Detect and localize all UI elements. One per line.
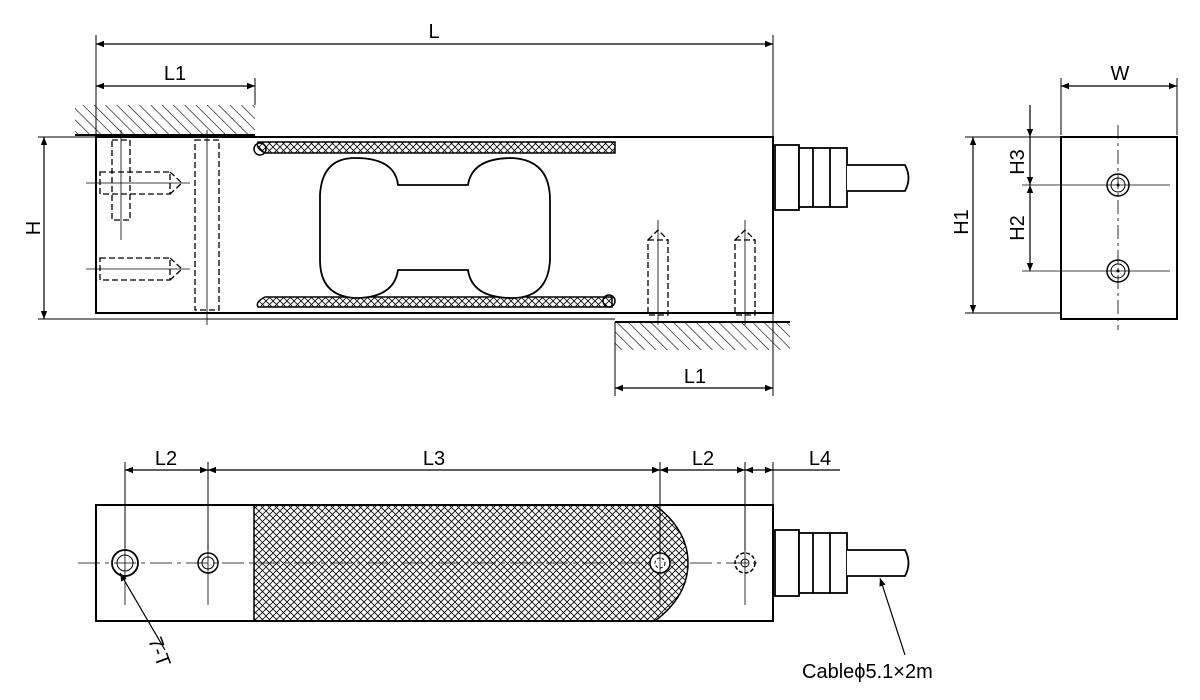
top-mount-hatch [75,105,255,135]
dim-label-L4: L4 [809,448,831,470]
dim-label-L3: L3 [423,448,445,470]
hole-callout-label: 7-T [143,634,174,670]
bottom-mount-hatch [615,322,790,350]
bottom-potting-strip [256,296,613,308]
top-view: L2 L3 L2 L4 7-T Cableϕ5.1×2m [78,448,933,683]
cable-gland-front [774,144,910,211]
front-view: L L1 L1 H [23,21,910,396]
dim-label-L: L [428,21,439,43]
dim-label-L2-right: L2 [692,448,714,470]
cable-gland-top [774,529,910,597]
cable-spec-label: Cableϕ5.1×2m [802,661,933,683]
dim-label-W: W [1111,63,1130,85]
dim-label-L1-bottom: L1 [684,366,706,388]
end-view-body [1060,136,1178,320]
strain-hole-cutout [319,157,551,299]
end-view: W H1 H3 H2 [951,63,1178,330]
knurled-label-area [253,504,689,622]
dim-label-L1-top: L1 [164,63,186,85]
top-potting-strip [256,141,616,154]
dim-label-H1: H1 [951,209,973,235]
cable-spec-leader [879,577,906,656]
dim-label-H3: H3 [1007,149,1029,175]
dim-label-L2-left: L2 [155,448,177,470]
hole-callout-leader [119,572,166,651]
dim-label-H2: H2 [1007,215,1029,241]
dim-label-H: H [23,221,45,235]
